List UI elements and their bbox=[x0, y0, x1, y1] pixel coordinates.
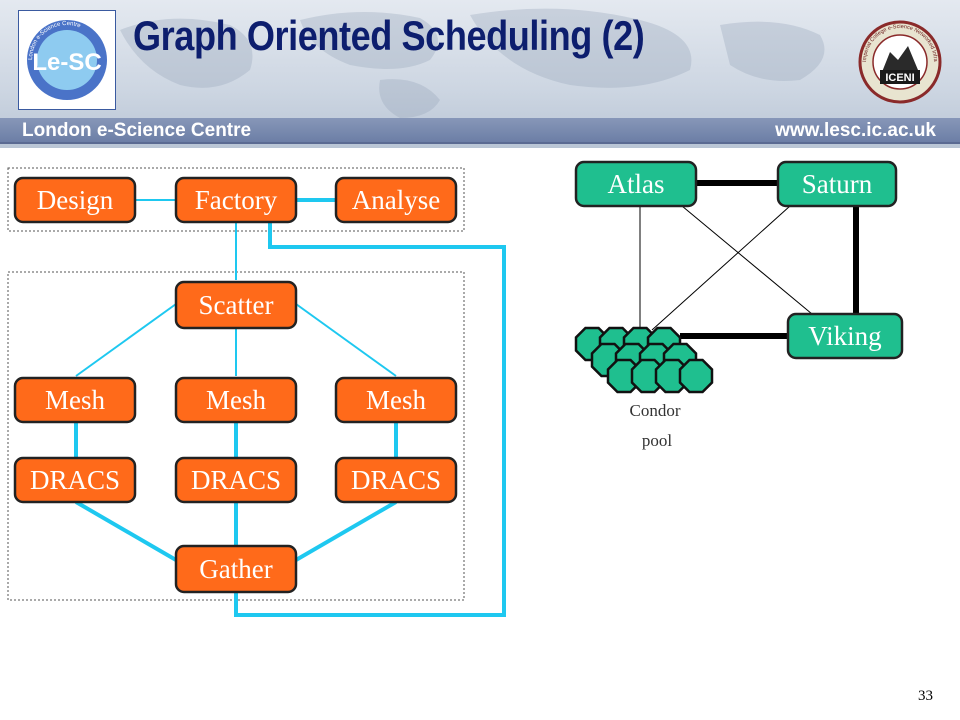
dracs-node-2 bbox=[174, 456, 298, 504]
slide-header: Graph Oriented Scheduling (2) London e-S… bbox=[0, 0, 960, 148]
workflow-thick-links bbox=[74, 198, 506, 617]
centre-name: London e-Science Centre bbox=[22, 120, 252, 141]
page-number: 33 bbox=[918, 688, 933, 704]
analyse-label: Analyse bbox=[352, 185, 440, 215]
condor-pool-label-line1: Condor bbox=[630, 401, 681, 420]
condor-machine-icon bbox=[678, 358, 714, 394]
saturn-node bbox=[776, 160, 898, 208]
mesh-label-3: Mesh bbox=[366, 385, 426, 415]
saturn-label: Saturn bbox=[802, 169, 873, 199]
iceni-logo-mark: ICENI bbox=[885, 72, 914, 84]
website-url[interactable]: www.lesc.ic.ac.uk bbox=[775, 120, 936, 141]
gather-label: Gather bbox=[199, 554, 272, 584]
dracs-node-1 bbox=[13, 456, 137, 504]
lesc-logo-mark: Le-SC bbox=[32, 49, 101, 76]
slide-title: Graph Oriented Scheduling (2) bbox=[133, 12, 645, 59]
condor-pool-cluster bbox=[574, 326, 714, 394]
top-group-box bbox=[7, 167, 465, 232]
header-band bbox=[0, 118, 960, 144]
dracs-node-3 bbox=[334, 456, 458, 504]
mesh-node-1 bbox=[13, 376, 137, 424]
mesh-label-2: Mesh bbox=[206, 385, 266, 415]
iceni-logo: ICENI Imperial College e-Science Network… bbox=[858, 20, 942, 104]
workflow-nodes: Design Factory Analyse Scatter Mesh Mesh… bbox=[13, 176, 458, 594]
viking-label: Viking bbox=[808, 321, 881, 351]
design-node bbox=[13, 176, 137, 224]
atlas-node bbox=[574, 160, 698, 208]
resource-nodes: Atlas Saturn Viking bbox=[574, 160, 904, 360]
dracs-label-2: DRACS bbox=[191, 465, 281, 495]
dracs-label-3: DRACS bbox=[351, 465, 441, 495]
scatter-label: Scatter bbox=[199, 290, 274, 320]
lesc-logo: Le-SC London e-Science Centre bbox=[18, 10, 116, 110]
world-map-background bbox=[120, 8, 825, 118]
mesh-label-1: Mesh bbox=[45, 385, 105, 415]
mesh-node-2 bbox=[174, 376, 298, 424]
dracs-label-1: DRACS bbox=[30, 465, 120, 495]
viking-node bbox=[786, 312, 904, 360]
factory-label: Factory bbox=[195, 185, 278, 215]
design-label: Design bbox=[37, 185, 114, 215]
scatter-node bbox=[174, 280, 298, 330]
workflow-links bbox=[75, 199, 397, 377]
resource-links bbox=[639, 180, 859, 339]
atlas-label: Atlas bbox=[608, 169, 665, 199]
analyse-node bbox=[334, 176, 458, 224]
gather-node bbox=[174, 544, 298, 594]
factory-node bbox=[174, 176, 298, 224]
mesh-node-3 bbox=[334, 376, 458, 424]
condor-pool-label-line2: pool bbox=[642, 431, 673, 450]
